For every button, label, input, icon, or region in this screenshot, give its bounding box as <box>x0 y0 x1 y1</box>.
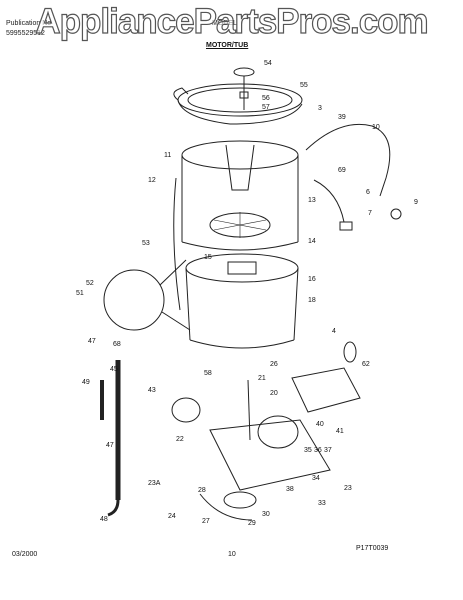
callout-label: 26 <box>270 361 278 368</box>
drain-hose <box>313 179 345 223</box>
motor <box>257 415 299 449</box>
callout-label: 14 <box>308 238 316 245</box>
bracket-62 <box>291 367 361 413</box>
callout-label: 33 <box>318 500 326 507</box>
callout-label: 34 <box>312 475 320 482</box>
callout-label: 24 <box>168 513 176 520</box>
section-title: MOTOR/TUB <box>206 42 249 49</box>
callout-label: 54 <box>264 60 272 67</box>
callout-label: 47 <box>106 442 114 449</box>
callout-label: 55 <box>300 82 308 89</box>
callout-label: 43 <box>148 387 156 394</box>
callout-label: 40 <box>316 421 324 428</box>
water-valve <box>171 397 201 423</box>
callout-label: 21 <box>258 375 266 382</box>
inlet-hose <box>305 123 391 197</box>
callout-label: 3 <box>318 105 322 112</box>
callout-label: 37 <box>324 447 332 454</box>
callout-label: 49 <box>82 379 90 386</box>
tub-cover <box>177 83 303 117</box>
outer-tub-top <box>185 253 299 283</box>
publication-label: Publication No <box>6 20 52 27</box>
watermark-logo: AppliancePartsPros.com <box>35 1 430 41</box>
callout-label: 58 <box>204 370 212 377</box>
motor-mount-plate <box>209 419 331 491</box>
diagram-id: P17T0039 <box>356 545 389 552</box>
part-4 <box>343 341 357 363</box>
callout-label: 56 <box>262 95 270 102</box>
callout-label: 36 <box>314 447 322 454</box>
callout-label: 51 <box>76 290 84 297</box>
callout-label: 6 <box>366 189 370 196</box>
callout-label: 29 <box>248 520 256 527</box>
basket-top <box>181 140 299 170</box>
callout-label: 45 <box>110 366 118 373</box>
callout-label: 11 <box>164 152 171 159</box>
agitator-cap <box>233 67 255 77</box>
callout-label: 23 <box>344 485 352 492</box>
callout-label: 62 <box>362 361 370 368</box>
callout-label: 47 <box>88 338 96 345</box>
suspension-rod <box>173 177 181 311</box>
callout-label: 35 <box>304 447 312 454</box>
callout-label: 53 <box>142 240 150 247</box>
page-number: 10 <box>228 551 236 558</box>
callout-label: 30 <box>262 511 270 518</box>
pump <box>223 491 257 509</box>
callout-label: 48 <box>100 516 108 523</box>
callout-label: 22 <box>176 436 184 443</box>
callout-label: 27 <box>202 518 210 525</box>
callout-label: 18 <box>308 297 316 304</box>
callout-label: 38 <box>286 486 294 493</box>
callout-label: 10 <box>372 124 380 131</box>
detail-inset <box>103 269 165 331</box>
callout-label: 69 <box>338 167 346 174</box>
footer-date: 03/2000 <box>12 551 38 558</box>
callout-label: 68 <box>113 341 121 348</box>
callout-label: 9 <box>414 199 418 206</box>
callout-label: 52 <box>86 280 94 287</box>
callout-label: 23A <box>148 480 161 487</box>
publication-number: 5995529512 <box>6 30 45 37</box>
callout-label: 28 <box>198 487 206 494</box>
callout-label: 20 <box>270 390 278 397</box>
callout-label: 13 <box>308 197 316 204</box>
callout-label: 39 <box>338 114 346 121</box>
callout-label: 4 <box>332 328 336 335</box>
callout-label: 41 <box>336 428 344 435</box>
callout-label: 7 <box>368 210 372 217</box>
callout-label: 15 <box>204 254 212 261</box>
callout-label: 12 <box>148 177 156 184</box>
callout-label: 16 <box>308 276 316 283</box>
model-label: MODEL <box>212 20 237 27</box>
callout-label: 57 <box>262 104 270 111</box>
callout-labels: 54 55 56 57 3 39 10 11 69 12 6 7 9 13 53… <box>76 60 418 527</box>
